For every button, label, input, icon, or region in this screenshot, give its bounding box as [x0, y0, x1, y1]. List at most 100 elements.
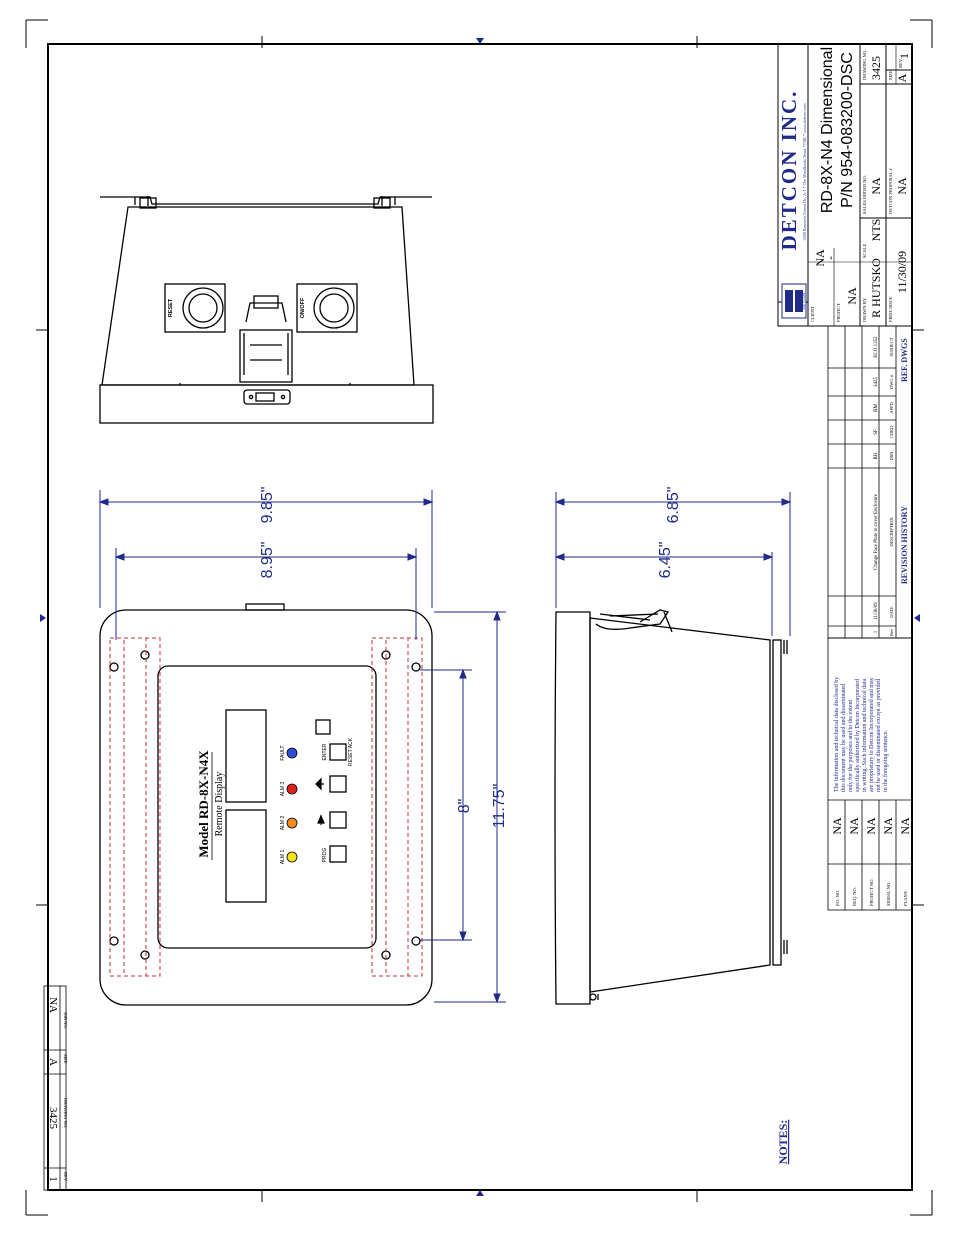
model-subtitle: Remote Display: [214, 772, 225, 837]
arrow-icons: [315, 777, 325, 825]
dim-overall-width: 9.85": [259, 487, 276, 524]
svg-text:SIZE: SIZE: [888, 70, 893, 80]
dimension-lines: [98, 490, 792, 1004]
svg-text:PROJECT: PROJECT: [836, 303, 841, 322]
svg-text:SUBJECT: SUBJECT: [889, 337, 894, 356]
svg-text:P.O. NO.: P.O. NO.: [835, 890, 840, 906]
svg-text:DETCON: DETCON: [801, 292, 806, 309]
small-block-values: NA A 3425 1: [47, 997, 59, 1182]
disclaimer: The information and technical data discl…: [833, 677, 889, 792]
svg-text:NA: NA: [830, 817, 844, 835]
crop-marks: [25, 19, 933, 1216]
svg-text:3425: 3425: [874, 377, 879, 388]
revision-history-table: [827, 325, 913, 639]
svg-text:in writing. Such information a: in writing. Such information and technic…: [861, 679, 868, 792]
company-name: DETCON INC.: [777, 90, 801, 251]
sales-order-value: NA: [869, 177, 883, 195]
svg-text:1: 1: [874, 630, 879, 633]
title-block-labels: CLIENT PROJECT DRAWN BY FIRST ISSUE SCAL…: [810, 50, 903, 322]
project-value: NA: [845, 287, 859, 305]
svg-text:PROJECT NO.: PROJECT NO.: [869, 878, 874, 906]
svg-text:BM: BM: [874, 404, 879, 412]
proposal-value: NA: [895, 177, 909, 195]
led-alm3: [286, 783, 298, 795]
svg-text:SALES ORDER NO.: SALES ORDER NO.: [862, 175, 867, 214]
svg-text:DSN: DSN: [889, 451, 894, 461]
svg-text:only for the purposes and to t: only for the purposes and to the extent: [847, 700, 854, 792]
drawing-no-value: 3425: [869, 56, 883, 80]
top-view: [99, 196, 434, 424]
svg-text:1: 1: [47, 1176, 59, 1182]
svg-text:Rev: Rev: [889, 628, 894, 636]
svg-text:are proprietary to Detcon Inco: are proprietary to Detcon Incorporated a…: [869, 677, 875, 792]
notes-label: NOTES:: [776, 1120, 790, 1165]
svg-text:DRAWN BY: DRAWN BY: [862, 297, 867, 322]
svg-text:DWG #: DWG #: [889, 374, 894, 389]
svg-text:specifically authorized by Det: specifically authorized by Detcon Incorp…: [854, 679, 861, 792]
svg-text:DRAWING NO.: DRAWING NO.: [862, 50, 867, 80]
led-label-fault: FAULT: [280, 745, 286, 760]
svg-text:DETCON PROPOSAL #: DETCON PROPOSAL #: [888, 168, 893, 214]
title-block-values: NA - NA R HUTSKO 11/30/09 NTS NA NA 3425…: [813, 53, 911, 318]
svg-text:CHKD: CHKD: [889, 425, 894, 439]
small-block-labels: JOB NO. SIZE DRAWING NO. REV: [63, 1012, 68, 1182]
svg-text:this document may be used and: this document may be used and disseminat…: [841, 684, 847, 792]
svg-text:in the foregoing sentence.: in the foregoing sentence.: [882, 730, 889, 792]
arrow-down-icon-head: [315, 777, 322, 791]
svg-text:SIZE: SIZE: [63, 1054, 68, 1064]
led-label-alm2: ALM 2: [280, 816, 286, 831]
switch-label-reset: RESET: [168, 298, 174, 317]
svg-text:DATE: DATE: [889, 606, 894, 618]
svg-text:PLANT:: PLANT:: [903, 890, 908, 906]
dimension-labels: 9.85" 8.95" 6.85" 6.45" 8" 11.75": [259, 487, 682, 829]
svg-text:NA: NA: [864, 817, 878, 835]
led-labels: FAULT ALM 3 ALM 2 ALM 1 ENTER RESET ACK …: [280, 737, 354, 864]
button-label-enter: ENTER: [322, 743, 328, 760]
rev-value: 1: [897, 53, 911, 59]
revision-row-1: 1 11/30/09 Change Face Plate to cover En…: [874, 336, 879, 633]
ref-dwgs-heading: REF. DWGS: [900, 338, 909, 382]
svg-text:JOB NO.: JOB NO.: [63, 1012, 68, 1029]
dim-mount-width: 8.95": [259, 542, 276, 579]
hidden-mounting-flanges: [109, 637, 423, 977]
small-title-block: [43, 985, 67, 1191]
info-labels: P.O. NO. REQ. NO. PROJECT NO. SERIAL NO.…: [835, 878, 908, 906]
svg-text:NA: NA: [881, 817, 895, 835]
model-name: Model RD-8X-N4X: [196, 750, 211, 858]
led-fault: [286, 747, 298, 759]
svg-text:SF: SF: [874, 429, 879, 435]
revision-history-heading: REVISION HISTORY: [900, 506, 909, 584]
led-label-alm3: ALM 3: [280, 782, 286, 797]
svg-text:NA: NA: [898, 817, 912, 835]
svg-text:NA: NA: [847, 817, 861, 835]
led-alm2: [286, 817, 298, 829]
company-address: 3200 Research Forest Dr., A-1 * The Wood…: [802, 103, 808, 241]
svg-text:NA: NA: [47, 997, 59, 1013]
client-value: NA: [813, 249, 827, 267]
revision-history-columns: Rev DATE DESCRIPTION DSN CHKD APPD DWG #…: [889, 337, 894, 636]
led-indicators: [286, 747, 298, 863]
info-block: [827, 637, 913, 911]
svg-text:The information and technical: The information and technical data discl…: [833, 677, 840, 792]
client-dash: -: [823, 256, 837, 260]
button-label-prog: PROG: [322, 848, 328, 863]
center-marks: [40, 38, 920, 1196]
svg-text:APPD: APPD: [889, 402, 894, 414]
size-value: A: [895, 73, 909, 82]
info-values: NA NA NA NA NA: [830, 817, 912, 835]
side-view: [554, 609, 788, 1005]
switch-label-onoff: ON/OFF: [300, 297, 306, 318]
drawing-title-1: RD-8X-N4 Dimensional: [819, 47, 836, 213]
detcon-logo: DETCON: [781, 283, 807, 319]
dim-mount-height: 8": [456, 799, 473, 814]
svg-text:Change Face Plate to cover Enc: Change Face Plate to cover Enclosure: [874, 493, 879, 570]
front-view: [99, 603, 433, 1006]
svg-text:A: A: [47, 1058, 59, 1066]
drawn-by-value: R HUTSKO: [869, 258, 883, 318]
dim-overall-height: 11.75": [491, 784, 508, 829]
button-label-reset-ack: RESET ACK: [348, 737, 354, 766]
first-issue-value: 11/30/09: [895, 251, 909, 293]
led-label-alm1: ALM 1: [280, 850, 286, 865]
svg-text:SERIAL NO.: SERIAL NO.: [886, 882, 891, 906]
